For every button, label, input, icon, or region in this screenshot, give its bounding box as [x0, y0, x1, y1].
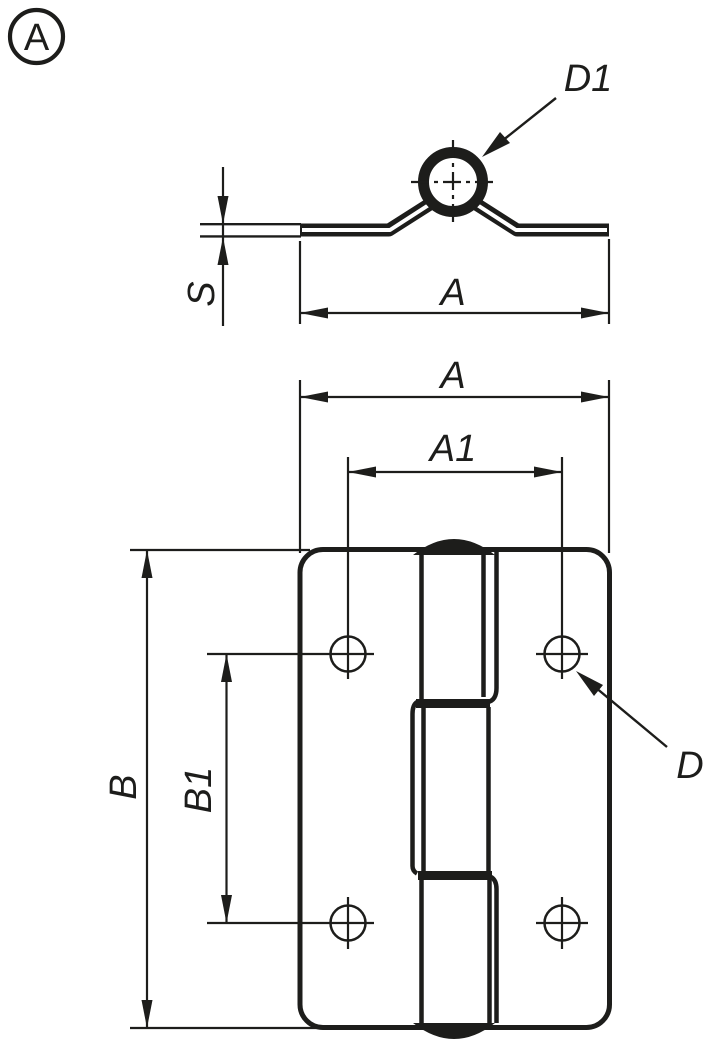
d-dimension-label: D	[676, 745, 703, 787]
b-arrow-top	[141, 550, 153, 578]
s-dimension-label: S	[181, 281, 223, 306]
hole-top-left	[207, 457, 374, 679]
hole-top-right	[536, 457, 588, 679]
d-leader-arrowhead	[576, 671, 603, 696]
front-view: A A1 B B1 D	[103, 355, 704, 1039]
d-leader-line	[588, 681, 668, 748]
hole-bottom-right	[536, 897, 588, 949]
s-dimension: S	[181, 167, 229, 326]
hole-bottom-left	[207, 897, 374, 949]
s-arrow-top	[217, 196, 229, 224]
view-marker-label: A	[24, 17, 50, 59]
view-marker: A	[7, 7, 66, 66]
d1-dimension-label: D1	[564, 58, 613, 100]
b-dimension: B	[103, 548, 332, 1030]
section-a-dimension: A	[298, 239, 611, 324]
b1-arrow-top	[221, 654, 232, 682]
section-a-dimension-label: A	[438, 272, 465, 314]
a-arrow-left	[300, 307, 328, 319]
a1-dimension-label: A1	[428, 428, 476, 470]
s-arrow-bottom	[217, 237, 229, 265]
section-view: D1 S A	[181, 58, 612, 326]
a1-dimension: A1	[348, 428, 562, 478]
sheet-left-core	[302, 201, 433, 232]
a-arrow-left	[300, 391, 328, 403]
b-dimension-label: B	[103, 774, 145, 799]
view-marker-circle	[7, 7, 66, 66]
knuckle-bump-bottom	[413, 1023, 495, 1039]
slot-line-top-outer-right	[487, 552, 499, 705]
d1-leader-arrowhead	[482, 132, 510, 157]
slot-line-middle-outer-left	[410, 700, 419, 876]
b1-arrow-bottom	[221, 895, 232, 923]
b1-dimension-label: B1	[178, 767, 220, 813]
knuckle-slot-lines	[410, 552, 499, 1026]
sheet-right-core	[473, 201, 607, 232]
front-a-dimension-label: A	[438, 355, 465, 397]
a-arrow-right	[581, 391, 609, 403]
knuckle-bump-top	[413, 539, 495, 555]
a-arrow-right	[581, 307, 609, 319]
b-arrow-bottom	[141, 1000, 153, 1028]
a1-arrow-left	[348, 466, 376, 478]
d-leader: D	[576, 671, 704, 787]
d1-leader: D1	[482, 58, 612, 157]
a1-arrow-right	[534, 466, 562, 478]
slot-line-bottom-outer-right	[489, 875, 499, 1023]
front-a-dimension: A	[298, 355, 611, 553]
b1-dimension: B1	[178, 654, 232, 923]
